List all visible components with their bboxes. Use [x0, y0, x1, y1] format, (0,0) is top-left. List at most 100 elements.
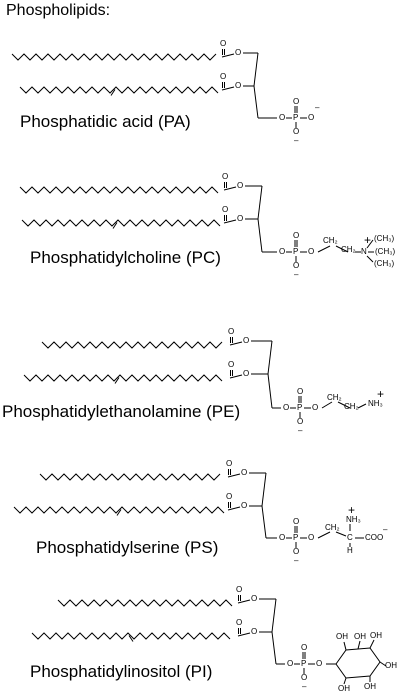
- ps-name: Phosphatidylserine (PS): [36, 538, 219, 557]
- ps-carboxylate-charge: –: [383, 525, 388, 534]
- pa-phosphate-o-right: O: [308, 113, 315, 122]
- pi-oh-bond-3: [369, 639, 375, 649]
- pi-phosphorus: P: [301, 659, 307, 668]
- pi-phosphate-o-bottom: O: [301, 673, 308, 682]
- pc-unsaturated-chain: [21, 219, 221, 227]
- pi-hydroxyl-6: OH: [338, 684, 350, 693]
- pc-ester-o-1: O: [237, 181, 244, 190]
- pc-methyl-2: (CH₃): [375, 247, 396, 256]
- pi-saturated-chain: [57, 599, 233, 607]
- pi-oh-bond-2: [357, 640, 361, 650]
- pa-phosphate-o-bottom: O: [293, 127, 300, 136]
- pa-phosphate-charge: –: [294, 136, 299, 145]
- ps-phosphate-o-top: O: [293, 517, 300, 526]
- pe-phosphate-o-right: O: [312, 403, 319, 412]
- pe-ch2-2: CH₂: [344, 402, 359, 411]
- pi-phosphate-o-top: O: [301, 643, 308, 652]
- pi-hydroxyl-3: OH: [370, 631, 382, 640]
- ps-plus-charge: +: [348, 503, 356, 517]
- ps-carbonyl-o-1: O: [226, 459, 233, 468]
- ps-ester-o-1: O: [241, 468, 248, 477]
- pa-ester-bond-1: [221, 53, 235, 58]
- pi-inositol-ring: [335, 647, 381, 679]
- pa-unsaturated-chain: [19, 86, 219, 94]
- pa-ester-o-2: O: [235, 81, 242, 90]
- pi-glycerol-backbone-1: [271, 598, 277, 633]
- pc-ester-bond-1: [223, 186, 237, 191]
- pi-carbonyl-o-1: O: [236, 585, 243, 594]
- ps-unsaturated-chain: [13, 506, 225, 514]
- pi-phosphate-o-left: O: [287, 659, 294, 668]
- pi-carbonyl-o-2: O: [236, 618, 243, 627]
- pe-carbonyl-o-1: O: [228, 327, 235, 336]
- pe-ester-o-2: O: [243, 369, 250, 378]
- pe-name: Phosphatidylethanolamine (PE): [2, 402, 241, 421]
- pc-methyl-3: (CH₃): [374, 259, 395, 268]
- pe-glycerol-backbone-1: [267, 340, 273, 375]
- pa-unsaturated-chain-double-bond: [110, 89, 116, 96]
- ps-alpha-carbon: C: [347, 533, 353, 542]
- pa-saturated-chain: [11, 53, 217, 61]
- pe-ester-bond-1: [229, 341, 243, 346]
- pe-glycerol-backbone-2: [267, 373, 273, 409]
- pi-phosphate-o-right: O: [316, 659, 323, 668]
- ps-phosphate-o-right: O: [308, 533, 315, 542]
- pc-ester-bond-2: [223, 219, 237, 224]
- ps-ch2: CH₂: [325, 523, 340, 532]
- pi-hydroxyl-2: OH: [354, 632, 366, 641]
- pc-n-methyl-bond-3: [366, 255, 374, 263]
- pa-phosphate-o-top: O: [293, 97, 300, 106]
- ps-phosphate-o-bottom: O: [293, 547, 300, 556]
- ps-carboxylate: COO: [365, 533, 384, 542]
- pc-glycerol-backbone-1: [257, 185, 263, 220]
- pc-phosphorus: P: [293, 247, 299, 256]
- pi-unsaturated-chain: [31, 632, 231, 640]
- pe-ethyl-bond-2: [337, 401, 351, 409]
- pe-ethyl-bond-1: [321, 401, 333, 409]
- pe-saturated-chain: [41, 341, 223, 349]
- pc-ch2-1: CH₂: [323, 236, 338, 245]
- pa-phosphate-o-left: O: [279, 113, 286, 122]
- pe-ester-bond-2: [229, 374, 243, 379]
- pc-unsaturated-chain-double-bond: [112, 222, 118, 229]
- ps-amine: NH₃: [346, 515, 361, 524]
- pc-ch2-2: CH₂: [341, 245, 356, 254]
- pi-phosphate-charge: –: [302, 682, 307, 691]
- pa-ester-bond-2: [221, 86, 235, 91]
- ps-glycerol-backbone-2: [261, 505, 267, 539]
- pa-phosphate-charge-right: –: [315, 103, 320, 112]
- pe-phosphate-o-top: O: [297, 387, 304, 396]
- pa-carbonyl-o-1: O: [220, 39, 227, 48]
- pc-ethyl-bond-2: [335, 245, 349, 253]
- pc-phosphate-o-left: O: [279, 247, 286, 256]
- pc-phosphate-o-bottom: O: [293, 261, 300, 270]
- pc-nitrogen: N: [361, 247, 367, 256]
- pe-ch2-1: CH₂: [327, 393, 342, 402]
- ps-ester-bond-1: [227, 473, 241, 478]
- ps-glycerol-backbone-1: [261, 472, 267, 507]
- ps-unsaturated-chain-double-bond: [116, 509, 122, 516]
- pe-unsaturated-chain-double-bond: [114, 377, 120, 384]
- pc-carbonyl-o-2: O: [222, 205, 229, 214]
- pe-unsaturated-chain: [23, 374, 223, 382]
- pa-phosphorus: P: [293, 113, 299, 122]
- pi-hydroxyl-1: OH: [336, 632, 348, 641]
- pi-oh-bond-6: [343, 677, 347, 685]
- pc-phosphate-o-top: O: [293, 231, 300, 240]
- pe-plus-charge: +: [377, 387, 385, 401]
- pe-phosphorus: P: [297, 403, 303, 412]
- ps-hydrogen: H: [347, 546, 353, 555]
- pa-glycerol-backbone-2: [253, 85, 259, 119]
- pi-hydroxyl-5: OH: [364, 682, 376, 691]
- pc-ester-o-2: O: [237, 214, 244, 223]
- ps-ch2-bond: [317, 531, 331, 539]
- pa-carbonyl-o-2: O: [220, 72, 227, 81]
- pc-glycerol-backbone-2: [257, 218, 263, 253]
- ps-c-bond: [335, 531, 347, 537]
- pa-glycerol-backbone-1: [253, 52, 259, 87]
- pe-phosphate-o-left: O: [283, 403, 290, 412]
- ps-saturated-chain: [39, 473, 221, 481]
- pa-name: Phosphatidic acid (PA): [20, 112, 191, 131]
